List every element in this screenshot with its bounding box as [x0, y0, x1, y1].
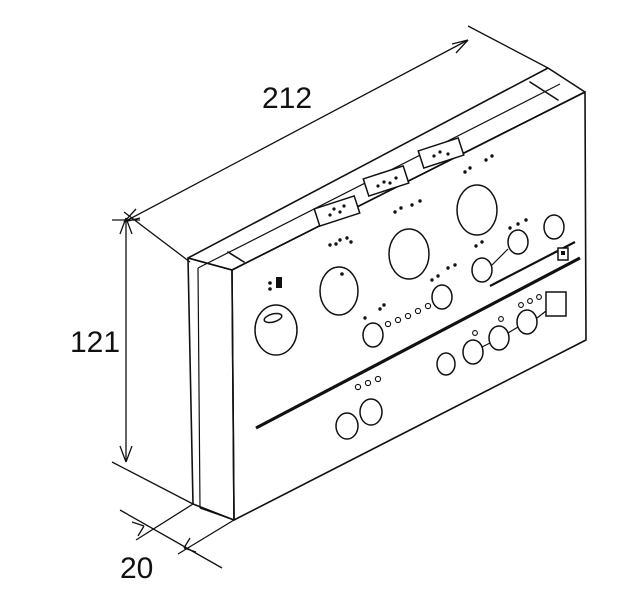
small-button-mid-right — [471, 257, 493, 283]
top-braille-panel-left — [313, 195, 361, 227]
front-divider-line — [255, 256, 581, 430]
knob-left-indicator — [263, 312, 283, 324]
lower-button-4 — [516, 309, 538, 335]
lower-indicator-dots — [472, 294, 542, 336]
top-panel-braille-dots — [328, 150, 450, 217]
front-braille-marks — [268, 154, 528, 320]
mid-connector-line — [490, 248, 509, 267]
top-face-controls — [313, 137, 465, 227]
lower-connector-line — [481, 310, 547, 348]
top-braille-panel-center — [362, 165, 410, 197]
large-knob-center — [388, 228, 430, 280]
large-knob-right — [456, 184, 498, 236]
device-front-face — [231, 91, 587, 521]
lower-button-1 — [436, 352, 456, 376]
device-left-face — [187, 257, 235, 521]
knob-upper-left-marker — [340, 272, 344, 276]
small-button-mid-center — [431, 284, 453, 310]
width-dimension: 212 — [123, 25, 549, 263]
lower-button-3 — [488, 325, 510, 351]
lower-square-button — [545, 291, 567, 317]
small-button-top-right — [543, 214, 565, 240]
bottom-indicator-dots — [354, 375, 382, 391]
right-corner-slot — [529, 81, 559, 101]
lower-button-2 — [462, 339, 484, 365]
height-dimension: 121 — [70, 217, 194, 505]
bottom-button-right — [359, 398, 383, 426]
width-dimension-label: 212 — [262, 82, 312, 115]
small-button-mid-far-right — [507, 229, 529, 255]
large-knob-upper-left — [319, 266, 359, 316]
device-body — [187, 67, 587, 521]
small-button-mid-left — [362, 322, 384, 348]
height-dimension-label: 121 — [70, 326, 120, 359]
left-corner-slot — [227, 251, 245, 263]
depth-dimension: 20 — [119, 503, 235, 585]
indicator-dot-row — [384, 302, 432, 328]
bottom-button-left — [335, 412, 359, 440]
large-knob-left — [254, 304, 298, 356]
depth-dimension-label: 20 — [120, 552, 153, 585]
small-square-indicator-fill — [561, 251, 565, 255]
front-bevel-edge — [197, 83, 561, 521]
front-face-controls — [254, 184, 569, 440]
